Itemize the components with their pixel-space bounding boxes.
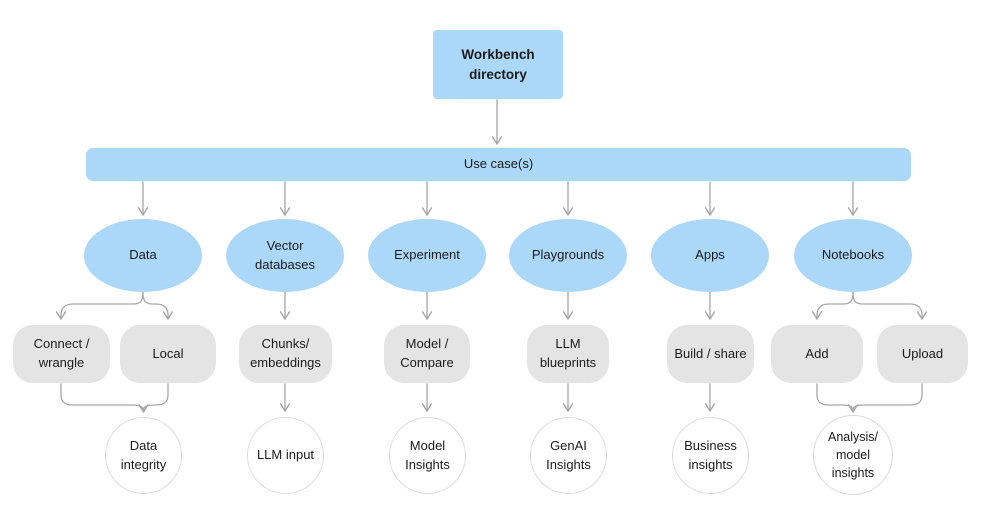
- category-experiment: Experiment: [368, 219, 486, 292]
- outcome-business-insights: Business insights: [672, 417, 749, 494]
- category-data: Data: [84, 219, 202, 292]
- pill-build-share: Build / share: [667, 325, 754, 383]
- pill-upload: Upload: [877, 325, 968, 383]
- use-cases-bar: Use case(s): [86, 148, 911, 181]
- outcome-data-integrity: Data integrity: [105, 417, 182, 494]
- pill-model-compare: Model / Compare: [384, 325, 470, 383]
- workbench-directory-node: Workbench directory: [433, 30, 563, 99]
- category-vector-databases: Vector databases: [226, 219, 344, 292]
- outcome-model-insights: Model Insights: [389, 417, 466, 494]
- pill-llm-blueprints: LLM blueprints: [527, 325, 609, 383]
- pill-add: Add: [771, 325, 863, 383]
- outcome-analysis-model-insights: Analysis/ model insights: [813, 415, 893, 495]
- pill-chunks-embeddings: Chunks/ embeddings: [239, 325, 332, 383]
- category-apps: Apps: [651, 219, 769, 292]
- pill-local: Local: [120, 325, 216, 383]
- category-playgrounds: Playgrounds: [509, 219, 627, 292]
- outcome-llm-input: LLM input: [247, 417, 324, 494]
- category-notebooks: Notebooks: [794, 219, 912, 292]
- pill-connect-wrangle: Connect / wrangle: [13, 325, 110, 383]
- outcome-genai-insights: GenAI Insights: [530, 417, 607, 494]
